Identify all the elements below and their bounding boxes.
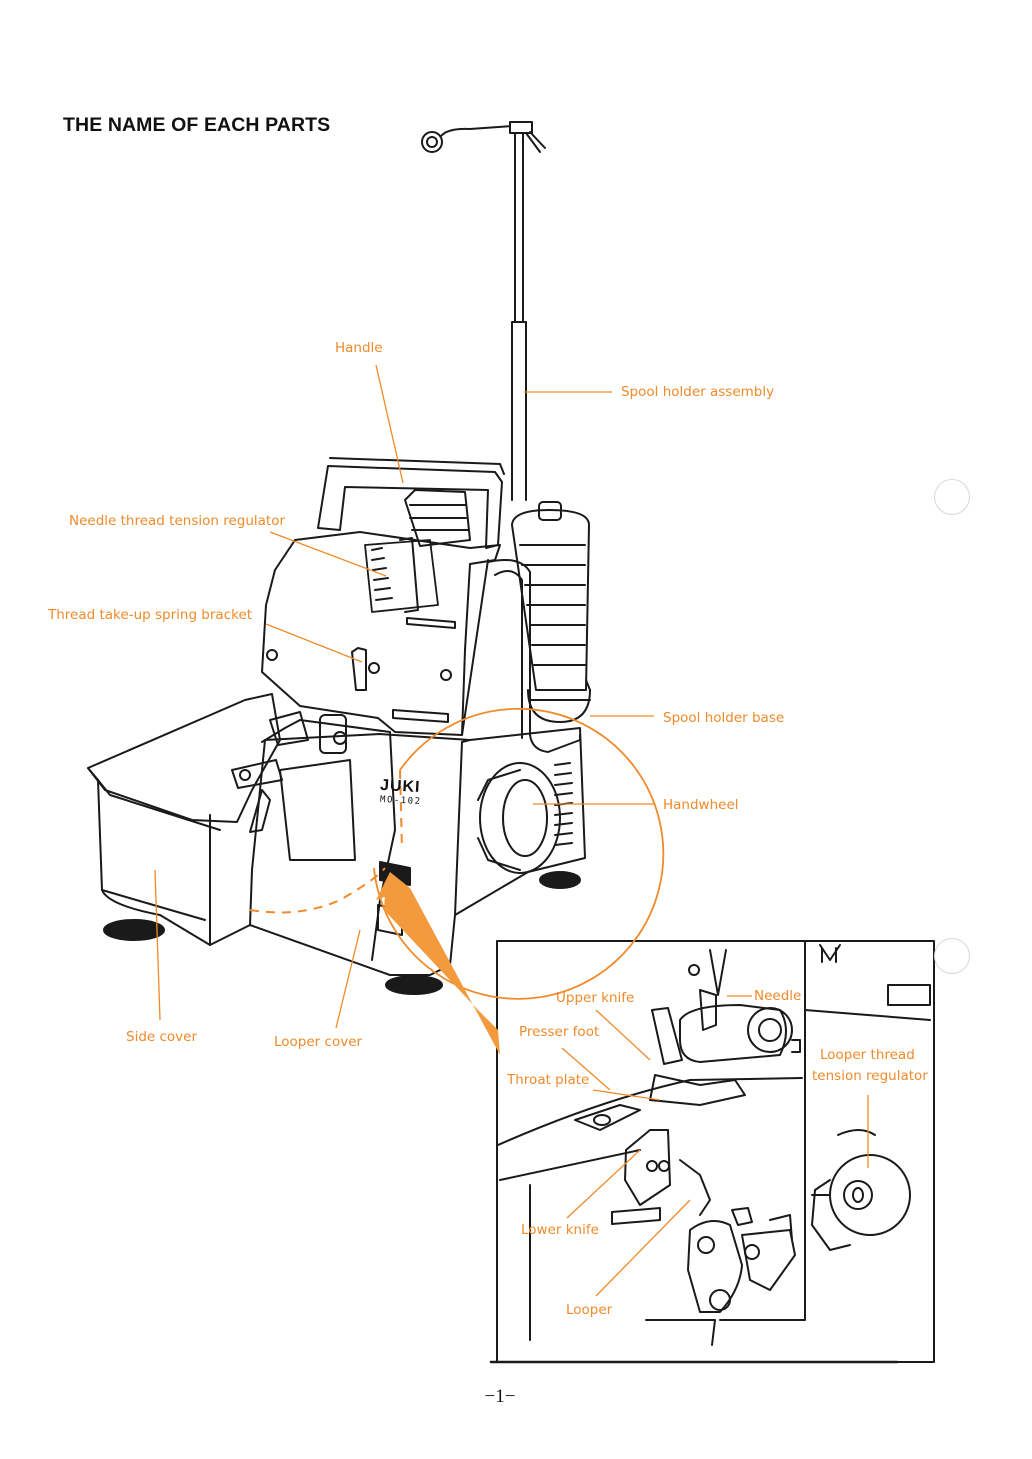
label-spool-holder-assembly: Spool holder assembly [621,386,774,400]
punch-hole-bottom [934,938,970,974]
label-side-cover: Side cover [126,1031,197,1045]
label-presser-foot: Presser foot [519,1026,599,1040]
label-looper-thread-tension-regulator-line2: tension regulator [812,1070,928,1084]
label-looper: Looper [566,1304,612,1318]
thread-cone-right [512,502,590,722]
label-handle: Handle [335,342,383,356]
page-number: −1− [0,1386,1000,1408]
arrow-to-inset [384,888,500,1055]
label-looper-thread-tension-regulator-line1: Looper thread [820,1049,915,1063]
machine-body [104,458,585,994]
model-badge: MO-102 [380,795,422,807]
thread-cone-back [405,490,470,546]
label-throat-plate: Throat plate [507,1074,589,1088]
label-spool-holder-base: Spool holder base [663,712,784,726]
label-handwheel: Handwheel [663,799,739,813]
label-lower-knife: Lower knife [521,1224,599,1238]
label-upper-knife: Upper knife [556,992,634,1006]
brand-logo: JUKI [380,777,421,797]
punch-hole-top [934,479,970,515]
label-looper-cover: Looper cover [274,1036,362,1050]
label-needle-thread-tension-regulator: Needle thread tension regulator [69,515,285,529]
label-needle: Needle [754,990,801,1004]
label-thread-take-up-spring-bracket: Thread take-up spring bracket [48,609,252,623]
spool-holder-assembly-drawing [422,122,545,500]
